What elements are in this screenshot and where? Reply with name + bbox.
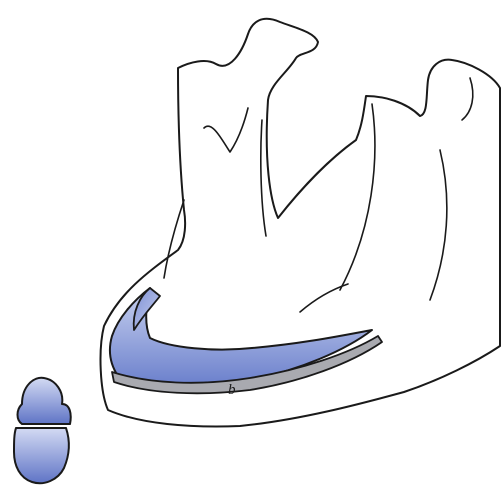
graft-block-top: [18, 378, 71, 424]
graft-block-bottom: [14, 428, 69, 483]
graft-block: [14, 378, 71, 483]
figure-label-b: b: [228, 382, 236, 398]
